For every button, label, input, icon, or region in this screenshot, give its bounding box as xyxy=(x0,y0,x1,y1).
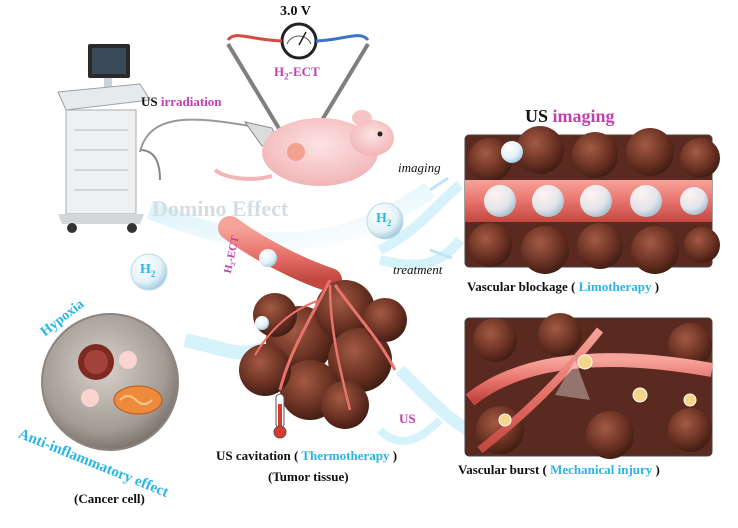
burst-caption-highlight: Mechanical injury xyxy=(550,462,653,477)
h2-left-letter: H xyxy=(140,262,151,277)
imaging-flow-label: imaging xyxy=(398,160,441,175)
mouse-illustration xyxy=(213,110,394,186)
ect-label: H2-ECT xyxy=(274,64,320,82)
us-imaging-title: US imaging xyxy=(525,106,615,127)
us-imaging-word: imaging xyxy=(552,106,615,126)
thermometer-icon xyxy=(273,393,287,439)
cavitation-caption-main: US cavitation ( xyxy=(216,448,299,463)
ect-label-sub: 2 xyxy=(284,71,289,82)
cancer-cell xyxy=(41,313,179,451)
us-cavitation-caption: US cavitation ( Thermotherapy ) xyxy=(216,448,397,464)
us-irradiation-label: US irradiation xyxy=(141,94,222,110)
tumor-tissue xyxy=(218,216,407,429)
h2-upper-letter: H xyxy=(376,211,387,226)
cavitation-caption-highlight: Thermotherapy xyxy=(301,448,390,463)
blockage-caption-main: Vascular blockage ( xyxy=(467,279,576,294)
treatment-flow-label: treatment xyxy=(393,262,443,277)
energy-flow-ribbons xyxy=(146,181,472,445)
arrow-to-treatment xyxy=(429,248,453,260)
probe-cable xyxy=(139,118,251,153)
panel-vascular-burst xyxy=(464,313,714,459)
arrow-to-imaging xyxy=(429,176,449,192)
blue-lead-wire xyxy=(315,34,370,43)
burst-caption-main: Vascular burst ( xyxy=(458,462,547,477)
h2-upper-sub: 2 xyxy=(386,217,392,228)
red-lead-wire xyxy=(226,34,283,43)
us-irradiation-us: US xyxy=(141,94,158,109)
panel-vascular-blockage xyxy=(464,126,720,274)
voltmeter xyxy=(280,22,318,60)
ect-label-h: H xyxy=(274,64,285,79)
voltmeter-reading: 3.0 V xyxy=(280,4,311,19)
h2-bubble-upper-label: H2 xyxy=(376,211,391,228)
h2-bubble-left-label: H2 xyxy=(140,262,155,279)
h2-left-sub: 2 xyxy=(150,268,156,279)
blockage-caption-end: ) xyxy=(654,279,660,294)
ultrasound-machine xyxy=(57,44,161,233)
cancer-cell-caption: (Cancer cell) xyxy=(74,491,145,506)
us-irradiation-word: irradiation xyxy=(160,94,222,109)
burst-caption-end: ) xyxy=(655,462,660,477)
cavitation-caption-end: ) xyxy=(392,448,398,463)
tumor-tissue-caption: (Tumor tissue) xyxy=(268,469,349,484)
blockage-caption-highlight: Limotherapy xyxy=(578,279,652,294)
us-flow-label: US xyxy=(399,411,416,426)
us-imaging-us: US xyxy=(525,106,549,126)
h2-bubble-upper xyxy=(366,202,404,240)
domino-effect-watermark: Domino Effect xyxy=(152,196,289,221)
ect-label-suffix: -ECT xyxy=(288,64,320,79)
vascular-burst-caption: Vascular burst ( Mechanical injury ) xyxy=(458,462,660,478)
vascular-blockage-caption: Vascular blockage ( Limotherapy ) xyxy=(467,279,659,295)
h2-bubble-left xyxy=(130,253,168,291)
